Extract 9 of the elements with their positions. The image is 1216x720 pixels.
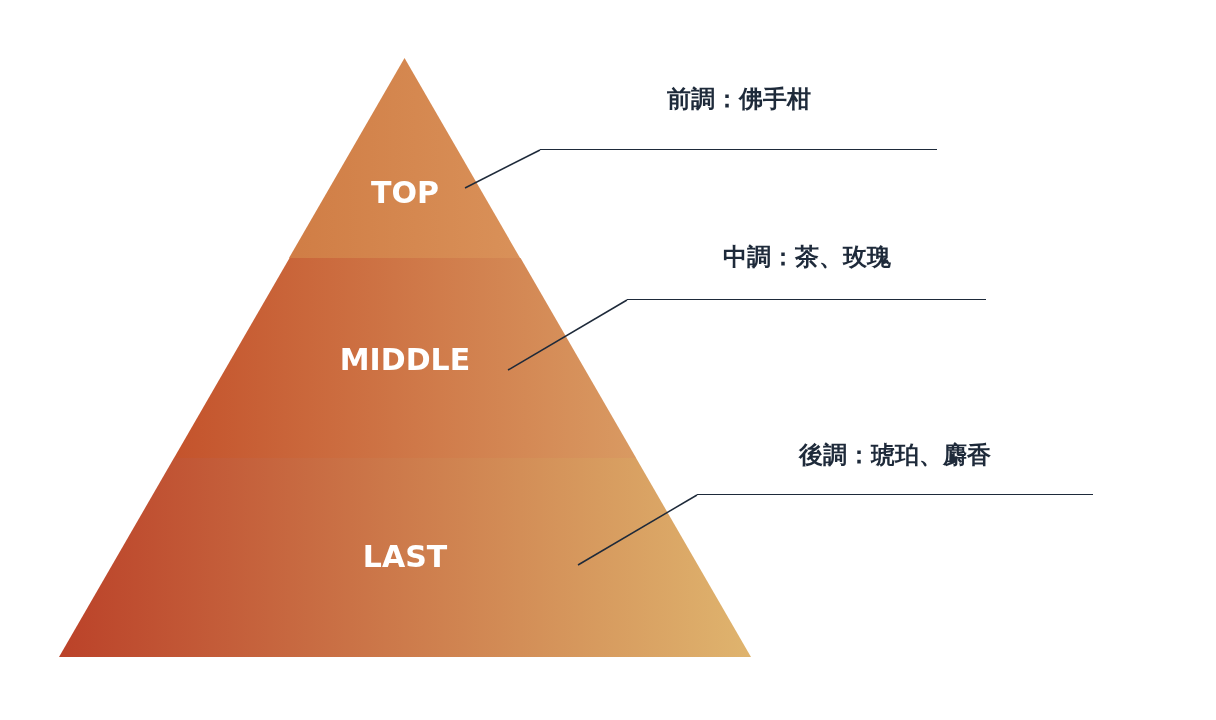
band-label: MIDDLE	[339, 343, 471, 377]
band-label: TOP	[371, 176, 439, 210]
underlined-label: 前調：佛手柑	[540, 80, 937, 150]
leader-line	[577, 494, 698, 566]
leader-line	[464, 149, 541, 189]
underlined-label: 中調：茶、玫瑰	[627, 238, 986, 300]
band-label: LAST	[362, 540, 448, 574]
underlined-label: 後調：琥珀、麝香	[697, 436, 1093, 495]
leader-line	[507, 299, 628, 371]
